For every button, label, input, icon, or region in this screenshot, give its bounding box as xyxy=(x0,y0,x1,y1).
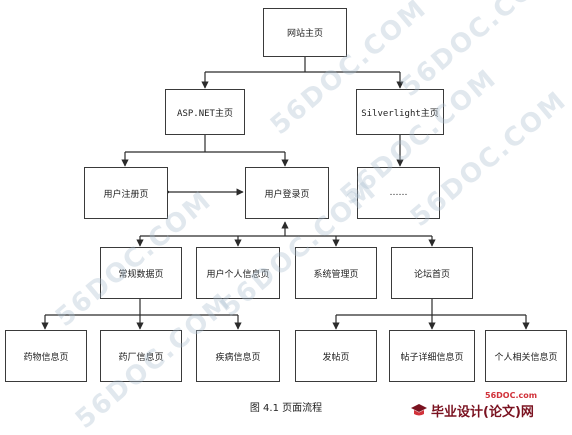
node-personal-related: 个人相关信息页 xyxy=(485,330,567,382)
graduation-cap-icon xyxy=(411,404,427,416)
node-post-detail: 帖子详细信息页 xyxy=(389,330,475,382)
node-label: 用户个人信息页 xyxy=(206,269,270,280)
node-label: 个人相关信息页 xyxy=(494,352,558,363)
node-label: 用户注册页 xyxy=(103,189,149,200)
node-pharmacy-info: 药厂信息页 xyxy=(100,330,182,382)
node-label: 系统管理页 xyxy=(313,269,359,280)
node-label: 常规数据页 xyxy=(118,269,164,280)
node-label: Silverlight主页 xyxy=(361,108,439,119)
node-post: 发帖页 xyxy=(295,330,377,382)
node-aspnet-home: ASP.NET主页 xyxy=(165,89,245,135)
node-label: 网站主页 xyxy=(286,29,323,39)
site-logo: 毕业设计(论文)网 xyxy=(410,400,570,420)
node-label: 发帖页 xyxy=(322,352,350,363)
logo-name: 毕业设计(论文)网 xyxy=(431,404,534,420)
node-user-personal-info: 用户个人信息页 xyxy=(196,247,280,299)
node-label: 药厂信息页 xyxy=(118,352,164,363)
node-system-admin: 系统管理页 xyxy=(295,247,377,299)
node-label: 帖子详细信息页 xyxy=(400,352,464,363)
figure-caption: 图 4.1 页面流程 xyxy=(249,403,323,414)
page-flow-diagram: 网站主页 ASP.NET主页 Silverlight主页 用户注册页 用户登录页… xyxy=(5,0,572,435)
node-label: …… xyxy=(389,188,408,198)
node-disease-info: 疾病信息页 xyxy=(196,330,280,382)
node-user-login: 用户登录页 xyxy=(245,167,329,219)
logo-url-text: 56DOC.com xyxy=(485,391,538,400)
node-forum-home: 论坛首页 xyxy=(391,247,473,299)
node-drug-info: 药物信息页 xyxy=(5,330,87,382)
node-website-home: 网站主页 xyxy=(263,8,347,57)
node-label: 用户登录页 xyxy=(264,189,310,200)
node-label: ASP.NET主页 xyxy=(177,108,233,119)
node-label: 疾病信息页 xyxy=(215,352,261,363)
connector-lines xyxy=(41,57,530,330)
node-ellipsis: …… xyxy=(357,167,440,219)
node-label: 论坛首页 xyxy=(413,269,450,280)
node-silverlight-home: Silverlight主页 xyxy=(356,89,444,135)
node-user-register: 用户注册页 xyxy=(84,167,168,219)
node-common-data: 常规数据页 xyxy=(100,247,182,299)
node-label: 药物信息页 xyxy=(23,352,69,363)
